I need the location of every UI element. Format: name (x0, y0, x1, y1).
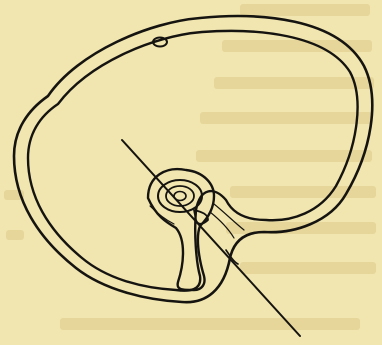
body-shading-3 (150, 206, 174, 224)
central-ring-outer (158, 180, 202, 212)
section-line (122, 140, 300, 336)
inner-wall-outline (28, 31, 358, 291)
body-shading-2 (210, 212, 234, 238)
body-shading-1 (214, 204, 244, 230)
outer-wall-outline (14, 16, 372, 302)
